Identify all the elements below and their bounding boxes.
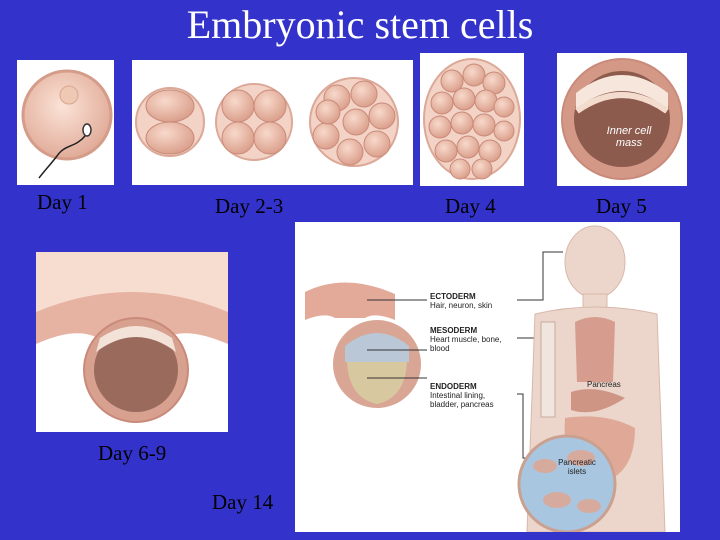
mesoderm-name: MESODERM xyxy=(430,326,478,335)
label-day6-9: Day 6-9 xyxy=(98,441,167,465)
day14-germ-layers-diagram: ECTODERM Hair, neuron, skin MESODERM Hea… xyxy=(295,222,680,532)
pancreatic-islets-label: Pancreatic islets xyxy=(558,458,596,476)
day4-morula-image xyxy=(420,53,524,186)
day6-9-implantation-image xyxy=(36,252,228,432)
day2-3-cleavage-image xyxy=(132,60,413,185)
germ-layer-mesoderm: MESODERM Heart muscle, bone, blood xyxy=(430,326,510,353)
inner-cell-mass-label: Inner cell mass xyxy=(606,125,652,149)
endoderm-name: ENDODERM xyxy=(430,382,477,391)
day1-zygote-image xyxy=(17,60,114,185)
page-title: Embryonic stem cells xyxy=(186,2,534,47)
label-day5: Day 5 xyxy=(596,194,647,218)
ectoderm-name: ECTODERM xyxy=(430,292,476,301)
endoderm-desc: Intestinal lining, bladder, pancreas xyxy=(430,391,494,409)
label-day4: Day 4 xyxy=(445,194,496,218)
day5-blastocyst-image: Inner cell mass xyxy=(557,53,687,186)
pancreas-label: Pancreas xyxy=(587,380,621,389)
label-day1: Day 1 xyxy=(37,190,88,214)
ectoderm-desc: Hair, neuron, skin xyxy=(430,301,493,310)
germ-layer-ectoderm: ECTODERM Hair, neuron, skin xyxy=(430,292,520,310)
mesoderm-desc: Heart muscle, bone, blood xyxy=(430,335,502,353)
label-day2-3: Day 2-3 xyxy=(215,194,284,218)
label-day14: Day 14 xyxy=(212,490,274,514)
germ-layer-endoderm: ENDODERM Intestinal lining, bladder, pan… xyxy=(430,382,512,409)
